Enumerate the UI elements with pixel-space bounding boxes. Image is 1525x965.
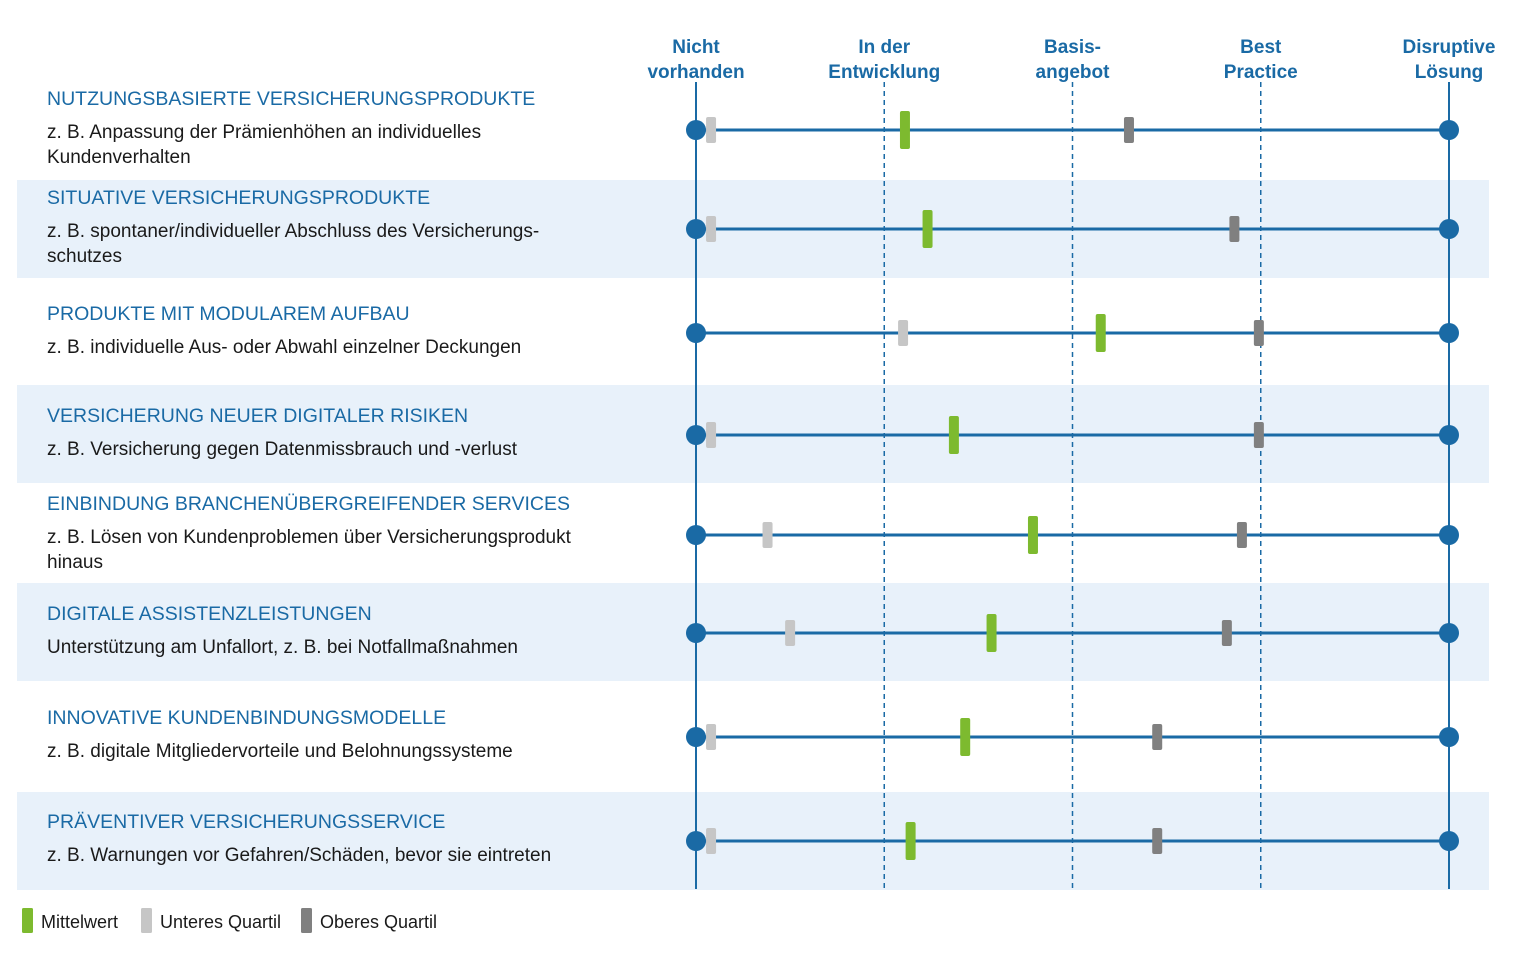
lower-quartile-marker bbox=[706, 422, 717, 448]
legend-label: Oberes Quartil bbox=[320, 912, 437, 932]
lower-quartile-marker bbox=[706, 828, 717, 854]
upper-quartile-marker bbox=[1236, 522, 1247, 548]
row-title: SITUATIVE VERSICHERUNGSPRODUKTE bbox=[47, 187, 430, 209]
lower-quartile-marker bbox=[785, 620, 796, 646]
legend-label: Mittelwert bbox=[41, 912, 118, 932]
legend-item: Mittelwert bbox=[22, 908, 118, 933]
scale-end-dot bbox=[1439, 727, 1459, 747]
row-description: Unterstützung am Unfallort, z. B. bei No… bbox=[47, 637, 518, 658]
row-title: EINBINDUNG BRANCHENÜBERGREIFENDER SERVIC… bbox=[47, 493, 570, 515]
upper-quartile-marker bbox=[1152, 724, 1163, 750]
scale-start-dot bbox=[686, 425, 706, 445]
scale-end-dot bbox=[1439, 831, 1459, 851]
mean-marker bbox=[899, 111, 910, 149]
scale-start-dot bbox=[686, 831, 706, 851]
chart-row: PRÄVENTIVER VERSICHERUNGSSERVICE z. B. Wa… bbox=[47, 811, 1459, 866]
row-title: NUTZUNGSBASIERTE VERSICHERUNGSPRODUKTE bbox=[47, 88, 535, 110]
legend-swatch bbox=[301, 908, 312, 933]
upper-quartile-marker bbox=[1253, 320, 1264, 346]
row-description: z. B. individuelle Aus- oder Abwahl einz… bbox=[47, 337, 521, 358]
row-title: PRÄVENTIVER VERSICHERUNGSSERVICE bbox=[47, 811, 445, 833]
mean-marker bbox=[922, 210, 933, 248]
legend-item: Unteres Quartil bbox=[141, 908, 281, 933]
scale-start-dot bbox=[686, 120, 706, 140]
mean-marker bbox=[986, 614, 997, 652]
scale-label: Basis-angebot bbox=[1036, 37, 1111, 83]
row-title: INNOVATIVE KUNDENBINDUNGSMODELLE bbox=[47, 707, 446, 729]
scale-end-dot bbox=[1439, 323, 1459, 343]
chart-row: NUTZUNGSBASIERTE VERSICHERUNGSPRODUKTE z.… bbox=[47, 88, 1459, 168]
chart-rows: NUTZUNGSBASIERTE VERSICHERUNGSPRODUKTE z.… bbox=[47, 88, 1459, 866]
scale-start-dot bbox=[686, 219, 706, 239]
scale-end-dot bbox=[1439, 623, 1459, 643]
chart-row: DIGITALE ASSISTENZLEISTUNGEN Unterstützun… bbox=[47, 603, 1459, 658]
legend-swatch bbox=[22, 908, 33, 933]
chart-row: SITUATIVE VERSICHERUNGSPRODUKTE z. B. spo… bbox=[47, 187, 1459, 267]
chart-row: VERSICHERUNG NEUER DIGITALER RISIKEN z. B… bbox=[47, 405, 1459, 460]
legend-label: Unteres Quartil bbox=[160, 912, 281, 932]
upper-quartile-marker bbox=[1229, 216, 1240, 242]
scale-start-dot bbox=[686, 623, 706, 643]
legend: Mittelwert Unteres Quartil Oberes Quartil bbox=[22, 908, 437, 933]
mean-marker bbox=[1027, 516, 1038, 554]
scale-end-dot bbox=[1439, 120, 1459, 140]
chart-row: EINBINDUNG BRANCHENÜBERGREIFENDER SERVIC… bbox=[47, 493, 1459, 573]
upper-quartile-marker bbox=[1253, 422, 1264, 448]
chart-row: INNOVATIVE KUNDENBINDUNGSMODELLE z. B. di… bbox=[47, 707, 1459, 762]
legend-item: Oberes Quartil bbox=[301, 908, 437, 933]
scale-start-dot bbox=[686, 525, 706, 545]
lower-quartile-marker bbox=[898, 320, 909, 346]
upper-quartile-marker bbox=[1221, 620, 1232, 646]
scale-start-dot bbox=[686, 323, 706, 343]
scale-end-dot bbox=[1439, 425, 1459, 445]
row-description: z. B. Warnungen vor Gefahren/Schäden, be… bbox=[47, 845, 551, 866]
mean-marker bbox=[905, 822, 916, 860]
upper-quartile-marker bbox=[1152, 828, 1163, 854]
lower-quartile-marker bbox=[706, 216, 717, 242]
scale-end-dot bbox=[1439, 525, 1459, 545]
chart-row: PRODUKTE MIT MODULAREM AUFBAU z. B. indiv… bbox=[47, 303, 1459, 358]
mean-marker bbox=[948, 416, 959, 454]
scale-end-dot bbox=[1439, 219, 1459, 239]
mean-marker bbox=[1095, 314, 1106, 352]
row-title: PRODUKTE MIT MODULAREM AUFBAU bbox=[47, 303, 410, 325]
mean-marker bbox=[960, 718, 971, 756]
row-title: VERSICHERUNG NEUER DIGITALER RISIKEN bbox=[47, 405, 468, 427]
row-description: z. B. digitale Mitgliedervorteile und Be… bbox=[47, 741, 513, 762]
lower-quartile-marker bbox=[706, 724, 717, 750]
row-title: DIGITALE ASSISTENZLEISTUNGEN bbox=[47, 603, 372, 625]
row-description: z. B. Anpassung der Prämienhöhen an indi… bbox=[47, 122, 481, 168]
lower-quartile-marker bbox=[706, 117, 717, 143]
row-description: z. B. Lösen von Kundenproblemen über Ver… bbox=[47, 527, 572, 573]
legend-swatch bbox=[141, 908, 152, 933]
scale-gridlines bbox=[695, 82, 1450, 889]
row-description: z. B. spontaner/individueller Abschluss … bbox=[47, 221, 539, 267]
lower-quartile-marker bbox=[762, 522, 773, 548]
row-description: z. B. Versicherung gegen Datenmissbrauch… bbox=[47, 439, 518, 460]
upper-quartile-marker bbox=[1123, 117, 1134, 143]
scale-start-dot bbox=[686, 727, 706, 747]
